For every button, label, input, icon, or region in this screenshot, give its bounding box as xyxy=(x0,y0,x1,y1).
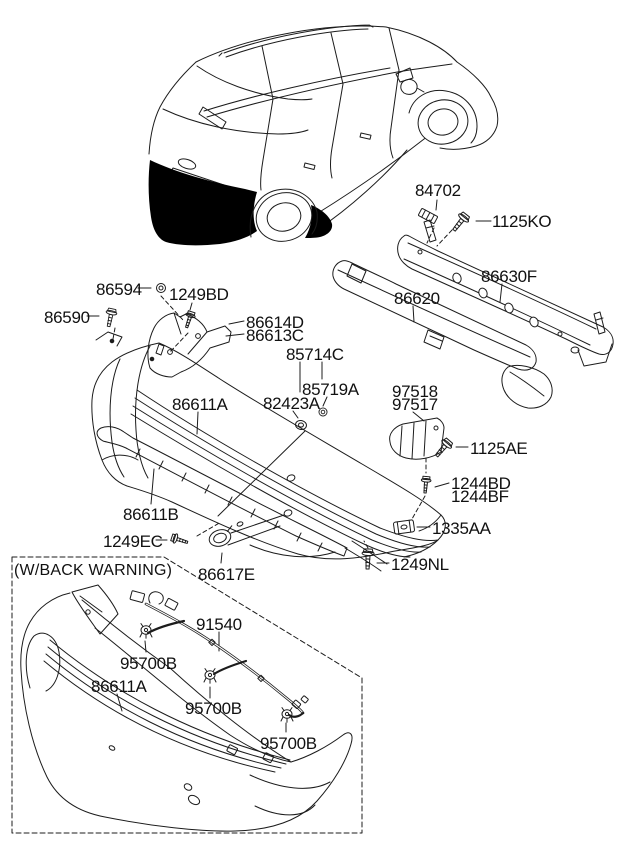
screw-1249ec-icon xyxy=(169,532,190,548)
part-label-1244bf[interactable]: 1244BF xyxy=(451,487,509,506)
car-illustration xyxy=(148,24,499,246)
part-bumper-lower-strip-drawing xyxy=(96,426,388,572)
part-label-84702[interactable]: 84702 xyxy=(415,181,461,200)
part-label-82423a[interactable]: 82423A xyxy=(263,394,320,413)
part-label-86617e[interactable]: 86617E xyxy=(198,565,255,584)
bracket-84702 xyxy=(418,208,438,224)
part-label-1249bd[interactable]: 1249BD xyxy=(169,285,229,304)
part-label-85719a[interactable]: 85719A xyxy=(302,380,359,399)
nut-86594-icon xyxy=(156,283,166,293)
part-label-1125ko[interactable]: 1125KO xyxy=(492,212,552,231)
part-label-85714c[interactable]: 85714C xyxy=(286,345,344,364)
assembly-dashed-lines xyxy=(112,227,453,549)
inset-dashed-box xyxy=(11,556,363,834)
part-side-bracket-drawing xyxy=(147,312,232,378)
bolt-1125ko-icon xyxy=(448,210,472,235)
part-label-1249nl[interactable]: 1249NL xyxy=(391,555,449,574)
part-label-95700b[interactable]: 95700B xyxy=(120,654,177,673)
part-label-86630f[interactable]: 86630F xyxy=(481,267,537,286)
part-label-86614d[interactable]: 86614D xyxy=(246,313,304,332)
part-label-86590[interactable]: 86590 xyxy=(44,308,90,327)
harness-91540-drawing xyxy=(129,590,309,718)
part-label-97518[interactable]: 97518 xyxy=(392,382,438,401)
part-label-95700b[interactable]: 95700B xyxy=(260,734,317,753)
bolt-1125ae-icon xyxy=(431,436,455,461)
part-sensor-bracket-drawing xyxy=(389,417,445,460)
sensor-95700b-icon xyxy=(280,707,294,723)
part-label-86611b[interactable]: 86611B xyxy=(123,505,179,524)
screw-1244-icon xyxy=(419,475,432,494)
part-label-97517[interactable]: 97517 xyxy=(392,395,438,414)
part-label-95700b[interactable]: 95700B xyxy=(185,699,242,718)
part-label-86620[interactable]: 86620 xyxy=(394,289,440,308)
part-label-1335aa[interactable]: 1335AA xyxy=(432,519,491,538)
part-back-beam-drawing xyxy=(397,219,614,367)
grommet-82423a-icon xyxy=(295,419,307,431)
part-label-86611a-inset[interactable]: 86611A xyxy=(91,677,147,696)
part-bumper-cover-drawing xyxy=(91,331,446,560)
inset-box-title: (W/BACK WARNING) xyxy=(14,562,173,579)
leader-lines xyxy=(86,199,503,733)
part-label-91540[interactable]: 91540 xyxy=(196,615,242,634)
part-label-86613c[interactable]: 86613C xyxy=(246,326,304,345)
part-energy-absorber-drawing xyxy=(332,260,553,409)
part-label-1244bd[interactable]: 1244BD xyxy=(451,474,511,493)
part-label-1249ec[interactable]: 1249EC xyxy=(103,532,163,551)
part-label-1125ae[interactable]: 1125AE xyxy=(470,439,528,458)
part-label-86594[interactable]: 86594 xyxy=(96,280,142,299)
nut-85719a-icon xyxy=(318,407,328,417)
screw-1249bd-icon xyxy=(181,309,197,330)
inset-back-warning xyxy=(11,556,363,834)
part-label-86611a[interactable]: 86611A xyxy=(172,395,228,414)
sensor-95700b-icon xyxy=(203,668,217,684)
bolt-86590-icon xyxy=(102,307,119,329)
clip-1335aa-icon xyxy=(393,519,415,535)
cover-86617e-icon xyxy=(208,525,233,547)
